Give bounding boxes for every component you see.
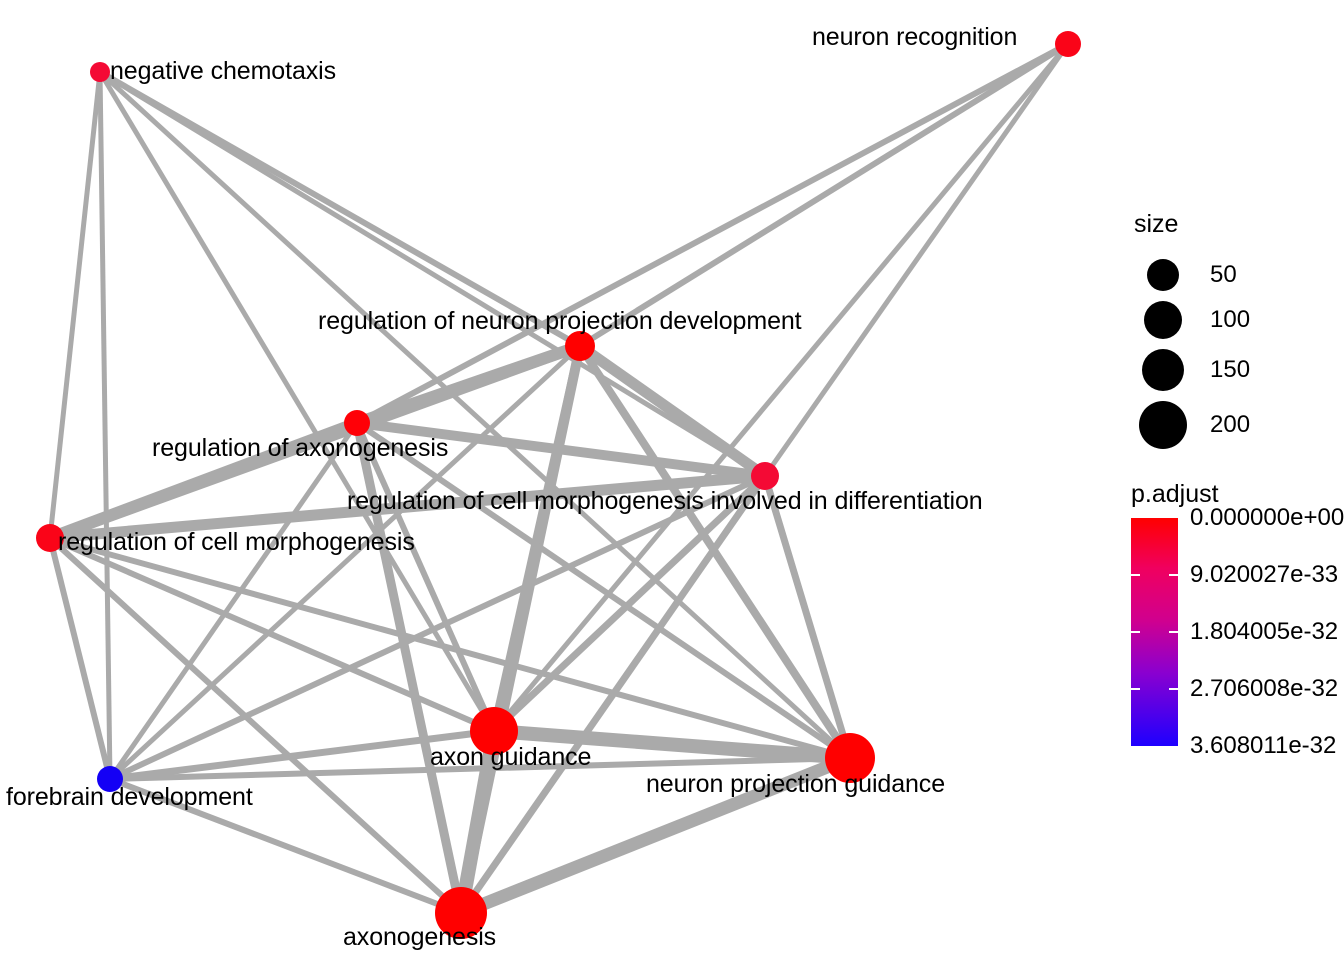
node-label: forebrain development [6,783,253,811]
colorbar-tick [1169,574,1178,576]
network-edge [47,535,464,916]
network-edge [492,42,1070,733]
colorbar-tick [1131,631,1140,633]
node-label: axon guidance [430,743,592,771]
network-edge [458,474,768,915]
network-edge [108,776,463,916]
network-edge [97,70,497,733]
legend-size-bubble [1139,401,1187,449]
colorbar-tick [1131,688,1140,690]
network-edge [48,535,496,734]
network-edge [354,421,497,733]
network-edge [578,41,1070,349]
legend-size-title: size [1134,210,1179,238]
network-edge [458,751,853,920]
legend-padjust-title: p.adjust [1131,480,1219,508]
network-edge [761,474,854,760]
padjust-colorbar [1131,518,1178,746]
node-label: regulation of neuron projection developm… [318,307,802,335]
node-label: axonogenesis [343,923,497,951]
network-edge [762,42,1071,478]
network-node[interactable] [1055,31,1081,57]
legend-size-bubble [1144,301,1182,339]
network-edge [47,71,103,539]
network-node[interactable] [565,331,595,361]
network-node[interactable] [90,62,110,82]
network-edge [108,473,767,782]
network-edge [356,418,766,481]
network-edge [97,71,113,780]
legend-size-value: 200 [1210,411,1251,438]
node-label: negative chemotaxis [110,57,337,85]
legend-padjust-tick-label: 1.804005e-32 [1190,618,1339,645]
network-node[interactable] [36,524,64,552]
legend-padjust-tick-label: 9.020027e-33 [1190,561,1339,588]
node-label: regulation of cell morphogenesis involve… [347,487,983,515]
legend-size-value: 100 [1210,306,1251,333]
colorbar-tick [1169,631,1178,633]
node-label: neuron projection guidance [646,770,946,798]
colorbar-tick [1169,688,1178,690]
network-edge [493,724,851,765]
network-nodes [36,31,1081,939]
legend-padjust-tick-label: 3.608011e-32 [1190,732,1337,759]
network-edge [49,470,766,544]
network-edge [491,473,768,734]
network-edge [98,70,852,760]
network-node[interactable] [470,707,518,755]
network-edge [107,421,360,781]
network-node[interactable] [825,733,875,783]
network-edge [49,535,851,761]
legend-size-value: 50 [1210,261,1237,288]
network-edge [109,755,851,782]
network-edge [47,537,113,780]
network-edges [47,41,1071,920]
network-node[interactable] [435,887,487,939]
legend-size-value: 150 [1210,356,1251,383]
network-edge [47,417,360,544]
node-label: regulation of axonogenesis [152,434,449,462]
network-node[interactable] [751,462,779,490]
node-label: neuron recognition [812,23,1018,51]
network-edge [98,69,582,349]
network-edge [98,69,767,479]
network-edge [355,41,1070,426]
network-node[interactable] [97,766,123,792]
node-label: regulation of cell morphogenesis [58,528,415,556]
network-edge [454,729,501,915]
network-node[interactable] [344,410,370,436]
colorbar-tick [1131,574,1140,576]
legend-size-bubble [1142,349,1184,391]
network-edge [355,420,852,761]
network-edge [576,341,769,481]
legend-padjust-tick-label: 2.706008e-32 [1190,675,1339,702]
network-edge [109,727,495,783]
legend-padjust-tick-label: 0.000000e+00 [1190,504,1344,531]
legend-size-bubble [1147,259,1179,291]
network-edge [108,344,582,781]
